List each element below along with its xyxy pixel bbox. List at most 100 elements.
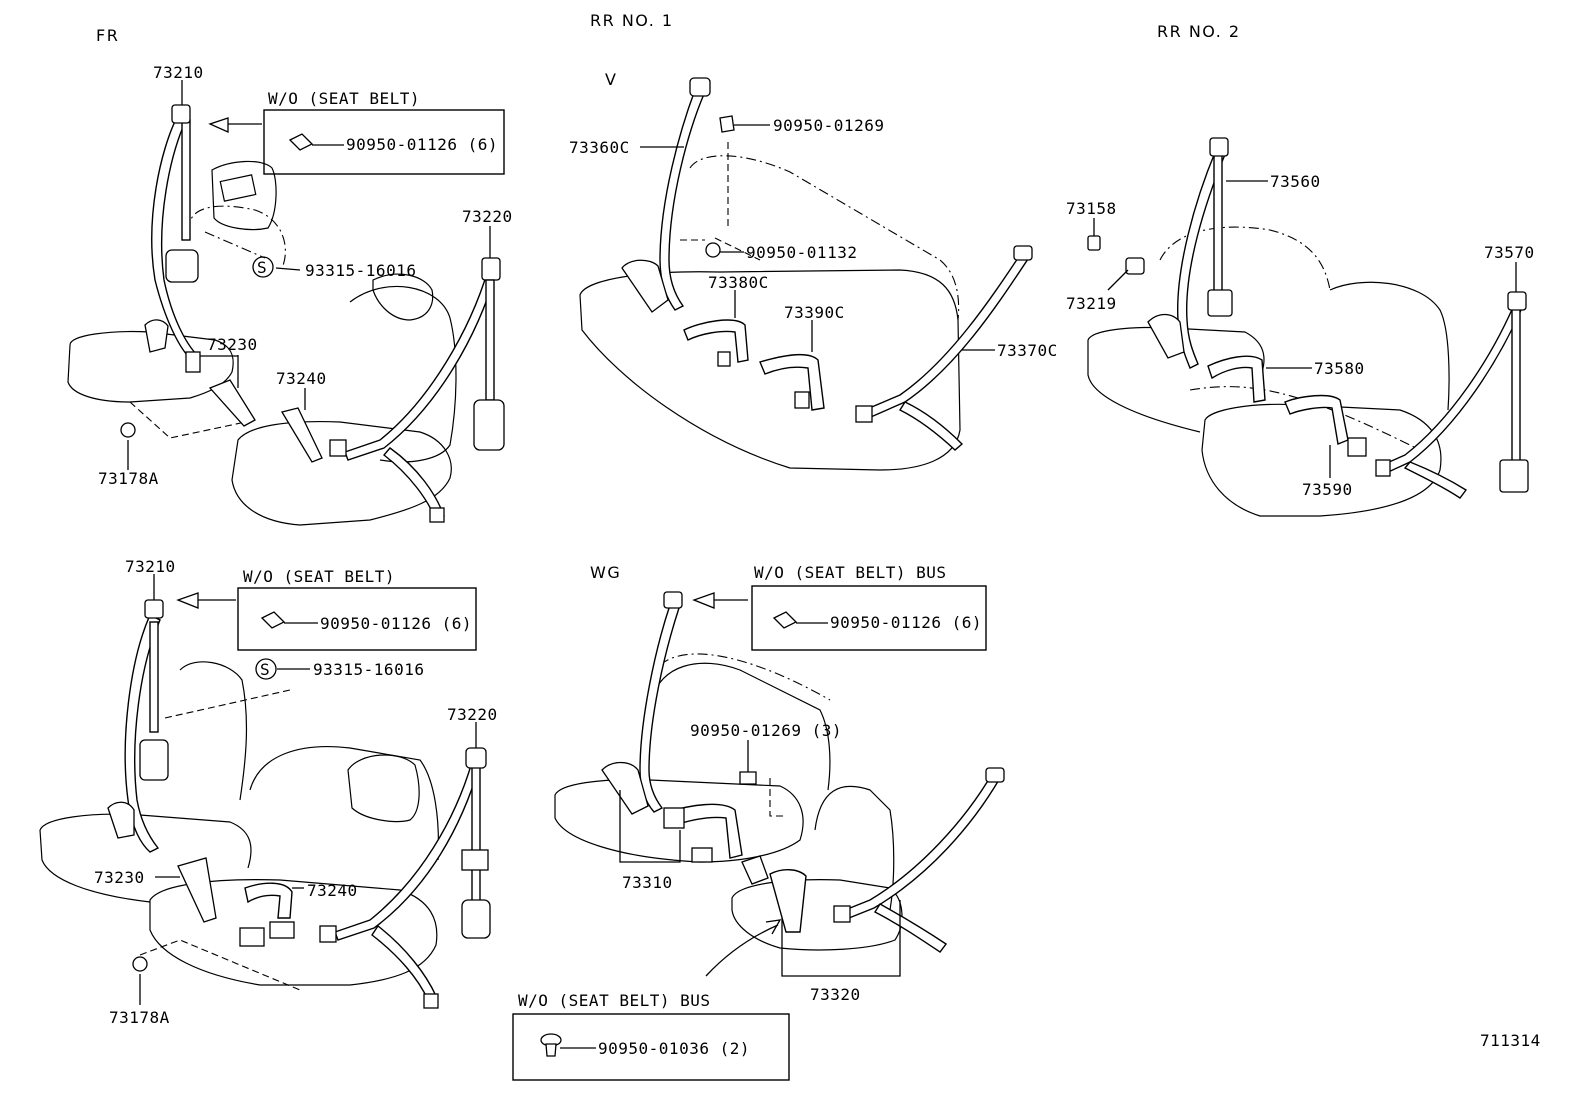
label-73560: 73560 bbox=[1270, 172, 1321, 191]
frb-belt-73220 bbox=[334, 761, 481, 941]
wg-box-part: 90950-01126 (6) bbox=[830, 613, 982, 632]
fr-top-s-circle bbox=[252, 256, 274, 278]
wg-wo-box-2 bbox=[512, 1013, 790, 1081]
label-73210: 73210 bbox=[153, 63, 204, 82]
fr-top-belt-strap bbox=[181, 119, 191, 241]
frb-label-73230: 73230 bbox=[94, 868, 145, 887]
wg-wo-box bbox=[751, 585, 987, 651]
rr2-dashdot-link bbox=[1189, 386, 1421, 451]
frb-dash-link bbox=[164, 689, 291, 719]
label-73310: 73310 bbox=[622, 873, 673, 892]
rr2-strap-73560 bbox=[1213, 151, 1223, 293]
rr2-retractor-73560 bbox=[1207, 289, 1233, 317]
rr1-buckle-73390c bbox=[759, 353, 825, 411]
frb-box-title: W/O (SEAT BELT) bbox=[243, 567, 395, 586]
frb-strap-73220 bbox=[471, 761, 481, 903]
wg-dash-01269 bbox=[769, 778, 786, 817]
rr1-retractor-73360c bbox=[621, 259, 669, 313]
rr2-cushion-right bbox=[1201, 403, 1442, 517]
wg-seatback-left bbox=[651, 662, 831, 791]
wg-anchor-right bbox=[985, 767, 1005, 783]
label-73230: 73230 bbox=[207, 335, 258, 354]
rr2-anchor-73570 bbox=[1507, 291, 1527, 311]
wg-bolt-icon bbox=[772, 611, 798, 629]
frb-headrest bbox=[347, 754, 420, 823]
frb-wo-box bbox=[237, 587, 477, 651]
label-90950-01269: 90950-01269 bbox=[773, 116, 884, 135]
section-rr1-label: RR NO. 1 bbox=[590, 11, 674, 30]
frb-belt-73210 bbox=[124, 614, 161, 853]
frb-buckle-73240-end2 bbox=[269, 921, 295, 939]
frb-retractor-73210 bbox=[139, 739, 169, 781]
figure-id: 711314 bbox=[1480, 1031, 1541, 1050]
rr2-belt-73570 bbox=[1379, 304, 1523, 475]
section-wg-label: WG bbox=[590, 563, 621, 582]
label-73580: 73580 bbox=[1314, 359, 1365, 378]
fr-top-dashdot-link bbox=[204, 231, 266, 259]
rr1-bench-back bbox=[689, 155, 960, 321]
rr1-belt-73370c bbox=[859, 251, 1032, 421]
label-73220: 73220 bbox=[462, 207, 513, 226]
fr-top-cap-73178a bbox=[120, 422, 136, 438]
wg-belt-right bbox=[839, 773, 1001, 921]
rr2-seatback-left bbox=[1159, 226, 1331, 291]
frb-cushion-right bbox=[149, 879, 438, 986]
fr-top-headrest-slot bbox=[219, 174, 257, 202]
frb-anchor-73210 bbox=[144, 599, 164, 619]
wg-tongue-right bbox=[833, 905, 851, 923]
rr2-buckle-73580 bbox=[1207, 355, 1266, 403]
frb-bolt-icon bbox=[260, 611, 286, 629]
wg-pointer-arrow bbox=[705, 919, 782, 977]
label-73360c: 73360C bbox=[569, 138, 630, 157]
rr1-belt-73370c-lower bbox=[898, 401, 964, 451]
frb-guide-73220 bbox=[461, 849, 489, 871]
wg-box2-title: W/O (SEAT BELT) BUS bbox=[518, 991, 711, 1010]
fr-top-anchor-73220 bbox=[481, 257, 501, 281]
fr-top-part-73240 bbox=[280, 407, 323, 463]
wg-buckle-front bbox=[667, 803, 743, 859]
rr1-bolt-01269 bbox=[719, 115, 735, 133]
rr1-dash bbox=[680, 237, 761, 261]
rr2-strap-73570 bbox=[1511, 304, 1521, 466]
rr1-anchor-73370c bbox=[1013, 245, 1033, 261]
frb-box-part: 90950-01126 (6) bbox=[320, 614, 472, 633]
wg-bracket-73310 bbox=[619, 790, 681, 863]
wg-bracket-73320 bbox=[781, 900, 901, 977]
rr2-clip-73219 bbox=[1125, 257, 1145, 275]
rr2-buckle-73590-end bbox=[1347, 437, 1367, 457]
wg-seatback-dashdot bbox=[659, 653, 831, 701]
fr-top-box-title: W/O (SEAT BELT) bbox=[268, 89, 420, 108]
label-73320: 73320 bbox=[810, 985, 861, 1004]
rr1-buckle-73380c bbox=[683, 319, 749, 363]
label-73178a: 73178A bbox=[98, 469, 159, 488]
fr-top-tongue bbox=[329, 439, 347, 457]
fr-top-s-mark: S bbox=[257, 258, 267, 277]
frb-buckle-73230 bbox=[177, 857, 217, 923]
rr1-nut-01132 bbox=[705, 242, 721, 258]
label-73158: 73158 bbox=[1066, 199, 1117, 218]
fr-top-bolt-icon bbox=[288, 133, 314, 151]
fr-top-retractor bbox=[165, 249, 199, 283]
frb-arrow bbox=[176, 592, 236, 609]
rr1-group: 73360C 90950-01269 90950-01132 73380C 73… bbox=[569, 77, 1058, 471]
frb-buckle-73240 bbox=[244, 882, 293, 919]
label-73370c: 73370C bbox=[997, 341, 1058, 360]
label-90950-01132: 90950-01132 bbox=[746, 243, 857, 262]
label-73380c: 73380C bbox=[708, 273, 769, 292]
rr2-buckle-73590 bbox=[1284, 394, 1349, 445]
frb-tongue bbox=[319, 925, 337, 943]
fr-top-belt-73220 bbox=[344, 269, 497, 461]
wg-belt-right-lower bbox=[874, 903, 948, 953]
label-73570: 73570 bbox=[1484, 243, 1535, 262]
wg-box-title: W/O (SEAT BELT) BUS bbox=[754, 563, 947, 582]
label-73219: 73219 bbox=[1066, 294, 1117, 313]
frb-anchor-73220 bbox=[465, 747, 487, 769]
fr-top-headrest-left bbox=[211, 160, 277, 231]
label-73390c: 73390C bbox=[784, 303, 845, 322]
wg-buckle-clip bbox=[741, 855, 769, 885]
fr-top-wo-box bbox=[263, 109, 505, 175]
frb-belt-lower bbox=[371, 924, 437, 1001]
fr-top-anchor-lower bbox=[144, 319, 169, 353]
